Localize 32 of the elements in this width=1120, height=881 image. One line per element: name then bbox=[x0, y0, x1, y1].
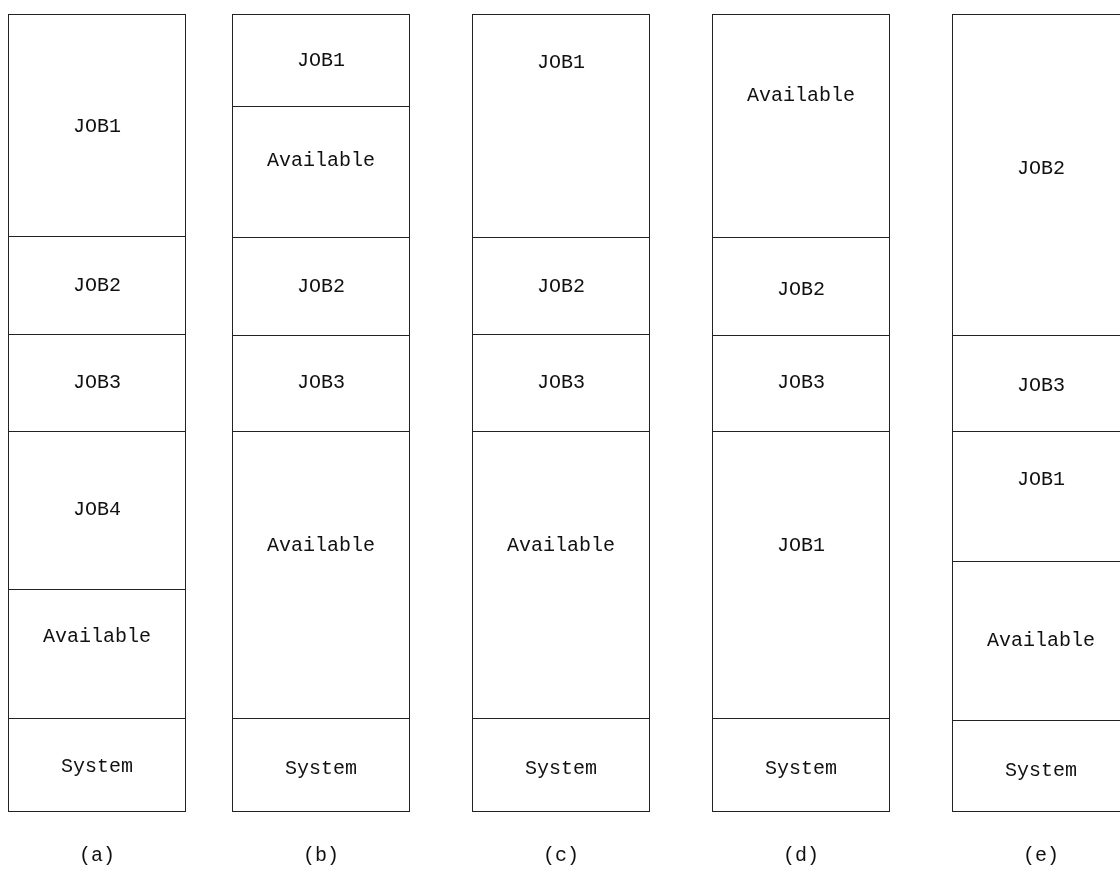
block-label: System bbox=[1005, 759, 1077, 783]
block-label: JOB3 bbox=[777, 371, 825, 395]
column-caption: (d) bbox=[783, 844, 819, 868]
block-label: JOB2 bbox=[777, 278, 825, 302]
column-caption: (b) bbox=[303, 844, 339, 868]
block-label: System bbox=[61, 755, 133, 779]
block-label: JOB1 bbox=[73, 115, 121, 139]
block-label: JOB2 bbox=[297, 275, 345, 299]
column-caption: (c) bbox=[543, 844, 579, 868]
block-label: Available bbox=[987, 629, 1095, 653]
block-label: JOB2 bbox=[537, 275, 585, 299]
block-label: Available bbox=[507, 534, 615, 558]
block-label: JOB3 bbox=[1017, 374, 1065, 398]
block-label: Available bbox=[267, 149, 375, 173]
block-label: System bbox=[765, 757, 837, 781]
block-label: JOB3 bbox=[297, 371, 345, 395]
block-label: JOB1 bbox=[777, 534, 825, 558]
block-label: JOB3 bbox=[537, 371, 585, 395]
column-caption: (e) bbox=[1023, 844, 1059, 868]
column-caption: (a) bbox=[79, 844, 115, 868]
block-label: JOB4 bbox=[73, 498, 121, 522]
block-label: JOB3 bbox=[73, 371, 121, 395]
block-label: JOB2 bbox=[73, 274, 121, 298]
block-label: JOB1 bbox=[1017, 468, 1065, 492]
block-label: System bbox=[285, 757, 357, 781]
block-label: Available bbox=[43, 625, 151, 649]
block-label: System bbox=[525, 757, 597, 781]
block-label: Available bbox=[747, 84, 855, 108]
block-label: Available bbox=[267, 534, 375, 558]
block-label: JOB1 bbox=[537, 51, 585, 75]
block-label: JOB2 bbox=[1017, 157, 1065, 181]
block-label: JOB1 bbox=[297, 49, 345, 73]
